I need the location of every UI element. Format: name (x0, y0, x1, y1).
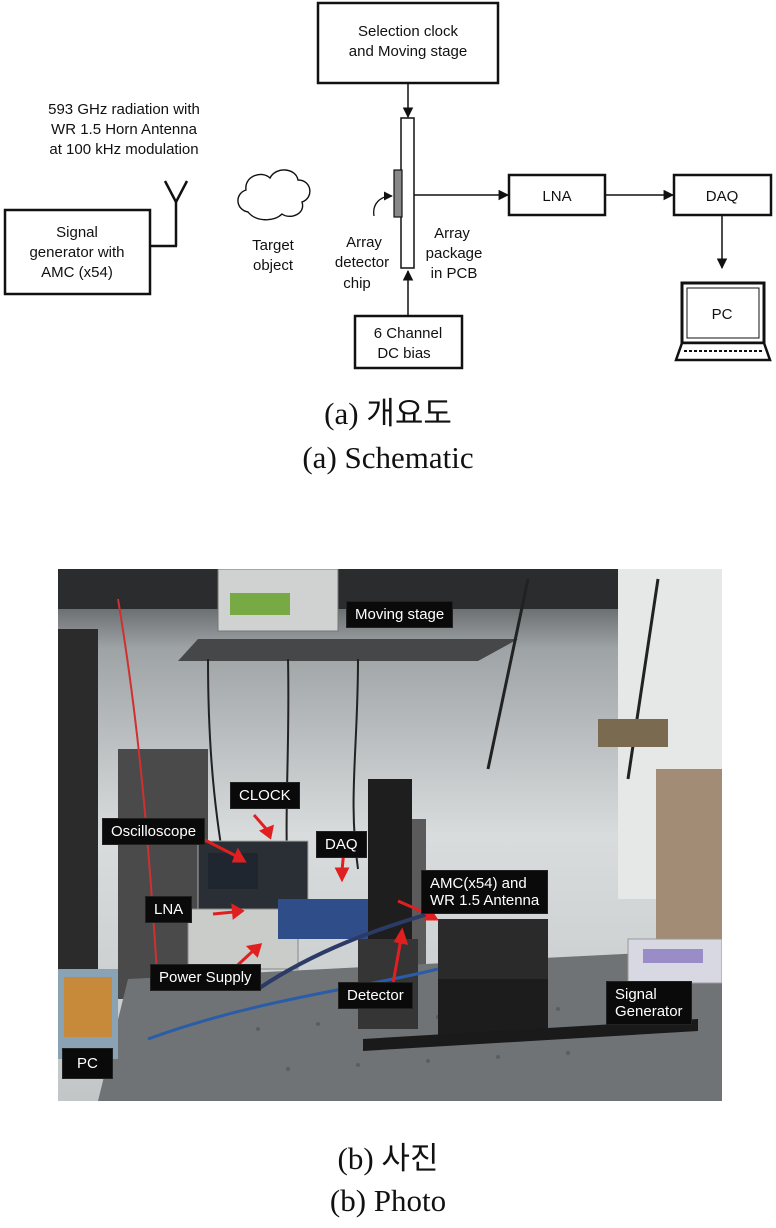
detector-chip-line-1: Array (346, 234, 382, 251)
photo-label-oscilloscope: Oscilloscope (102, 818, 206, 845)
selection-box-line-2: and Moving stage (349, 43, 467, 60)
horn-antenna-icon (151, 180, 189, 248)
photo-red-arrows (202, 814, 439, 990)
caption-b-english: (b) Photo (329, 1183, 447, 1218)
array-package-pcb (400, 117, 415, 269)
photo-label-pc: PC (62, 1048, 113, 1079)
schematic-diagram: Selection clock and Moving stage 593 GHz… (3, 1, 773, 370)
caption-b-korean: (b) 사진 (337, 1141, 439, 1176)
daq-box-label: DAQ (706, 188, 739, 205)
daq-box: DAQ (672, 173, 773, 217)
photo-label-power-supply: Power Supply (150, 964, 261, 991)
photo-label-daq: DAQ (316, 831, 367, 858)
array-package-line-2: package (426, 245, 483, 262)
pc-label: PC (712, 306, 733, 323)
array-package-line-1: Array (434, 225, 470, 242)
dc-bias-box: 6 Channel DC bias (353, 314, 464, 370)
radiation-note-line-3: at 100 kHz modulation (49, 141, 198, 158)
selection-clock-box: Selection clock and Moving stage (316, 1, 500, 85)
target-label-line-1: Target (252, 237, 295, 254)
arrow-chip-pointer (373, 191, 393, 217)
selection-box-line-1: Selection clock (358, 23, 459, 40)
pc-icon: PC (674, 281, 772, 362)
photo-label-detector: Detector (338, 982, 413, 1009)
photo-label-amc: AMC(x54) and WR 1.5 Antenna (421, 870, 549, 914)
array-package-line-3: in PCB (431, 265, 478, 282)
radiation-note-line-1: 593 GHz radiation with (48, 101, 200, 118)
signal-gen-line-2: generator with (29, 244, 124, 261)
signal-gen-line-1: Signal (56, 224, 98, 241)
dc-bias-line-1: 6 Channel (374, 325, 442, 342)
photo-label-clock: CLOCK (230, 782, 300, 809)
photo-label-lna: LNA (145, 896, 193, 923)
signal-gen-line-3: AMC (x54) (41, 264, 113, 281)
radiation-note: 593 GHz radiation with WR 1.5 Horn Anten… (48, 101, 200, 158)
array-detector-chip (393, 169, 403, 218)
lna-box-label: LNA (542, 188, 571, 205)
detector-chip-line-3: chip (343, 275, 371, 292)
photo-label-moving-stage: Moving stage (346, 601, 454, 628)
radiation-note-line-2: WR 1.5 Horn Antenna (51, 121, 198, 138)
setup-photo: Moving stage CLOCK Oscilloscope DAQ LNA … (58, 569, 722, 1101)
photo-label-signal-generator: Signal Generator (606, 981, 692, 1025)
target-label-line-2: object (253, 257, 294, 274)
dc-bias-line-2: DC bias (377, 345, 430, 362)
signal-generator-box: Signal generator with AMC (x54) (3, 208, 152, 296)
caption-a-english: (a) Schematic (302, 440, 474, 475)
lna-box: LNA (507, 173, 607, 217)
caption-a-korean: (a) 개요도 (324, 396, 452, 431)
target-object-cloud-icon (237, 169, 311, 221)
detector-chip-line-2: detector (335, 254, 389, 271)
